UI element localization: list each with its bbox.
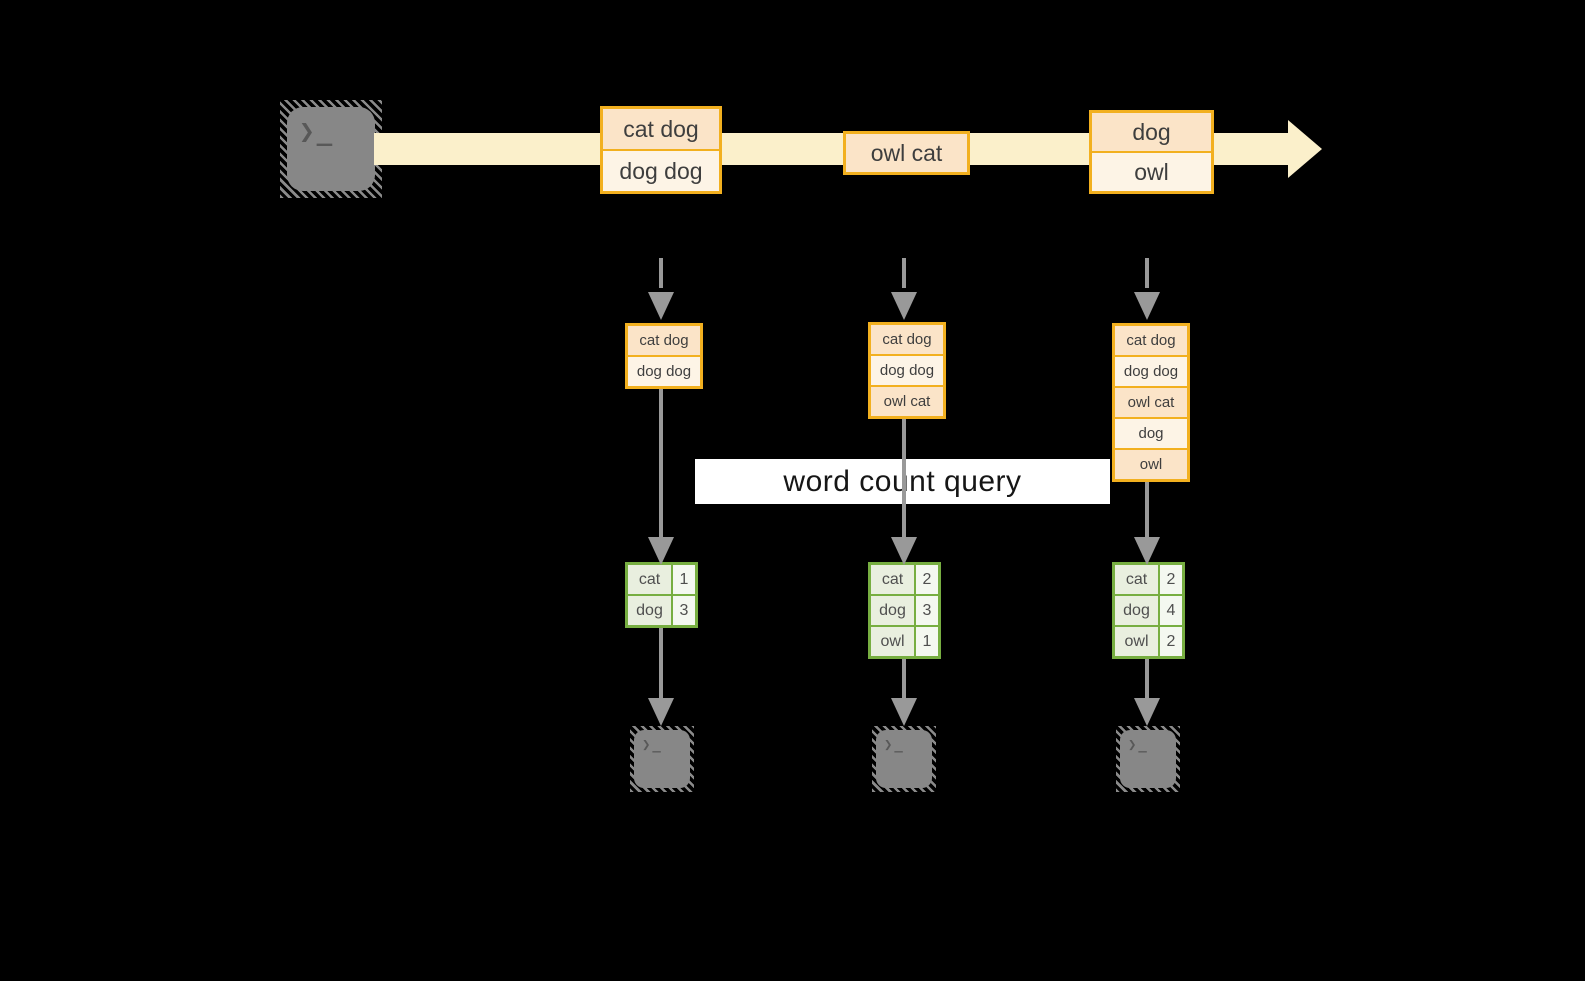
- stream-to-input-dash: [902, 258, 906, 288]
- timeline-event-box-2: owl cat: [843, 131, 970, 175]
- result-table-1: cat 1 dog 3: [625, 562, 698, 628]
- event-line: owl cat: [846, 134, 967, 172]
- result-row: cat 1: [628, 565, 695, 594]
- count-cell: 2: [916, 565, 938, 594]
- word-cell: cat: [1115, 565, 1158, 594]
- output-arrowhead: [1134, 698, 1160, 726]
- terminal-screen: ❯_: [287, 107, 375, 191]
- word-cell: owl: [871, 627, 914, 656]
- input-line: owl cat: [1115, 386, 1187, 417]
- input-line: dog dog: [628, 355, 700, 386]
- input-state-box-3: cat dog dog dog owl cat dog owl: [1112, 323, 1190, 482]
- output-arrowhead: [648, 698, 674, 726]
- input-line: owl cat: [871, 385, 943, 416]
- event-line: dog: [1092, 113, 1211, 151]
- query-arrow-line: [902, 419, 906, 537]
- output-arrow-line: [659, 628, 663, 698]
- input-state-box-1: cat dog dog dog: [625, 323, 703, 389]
- input-line: owl: [1115, 448, 1187, 479]
- word-cell: owl: [1115, 627, 1158, 656]
- output-terminal-icon-2: ❯_: [872, 726, 936, 792]
- word-cell: cat: [871, 565, 914, 594]
- output-terminal-icon-1: ❯_: [630, 726, 694, 792]
- input-line: cat dog: [1115, 326, 1187, 355]
- event-line: cat dog: [603, 109, 719, 149]
- query-arrow-line: [659, 389, 663, 537]
- stream-to-input-arrowhead: [648, 292, 674, 320]
- count-cell: 1: [916, 627, 938, 656]
- terminal-prompt-icon: ❯_: [299, 117, 335, 147]
- input-line: cat dog: [871, 325, 943, 354]
- query-arrowhead: [891, 537, 917, 565]
- result-row: dog 4: [1115, 596, 1182, 625]
- count-cell: 2: [1160, 627, 1182, 656]
- count-cell: 2: [1160, 565, 1182, 594]
- source-terminal-icon: ❯_: [280, 100, 382, 198]
- query-arrowhead: [1134, 537, 1160, 565]
- stream-to-input-arrowhead: [891, 292, 917, 320]
- input-state-box-2: cat dog dog dog owl cat: [868, 322, 946, 419]
- input-line: dog dog: [1115, 355, 1187, 386]
- result-row: owl 2: [1115, 627, 1182, 656]
- word-cell: dog: [1115, 596, 1158, 625]
- result-table-2: cat 2 dog 3 owl 1: [868, 562, 941, 659]
- input-line: cat dog: [628, 326, 700, 355]
- output-arrow-line: [1145, 659, 1149, 698]
- timeline-event-box-1: cat dog dog dog: [600, 106, 722, 194]
- query-arrow-line: [1145, 482, 1149, 537]
- terminal-screen: ❯_: [634, 730, 690, 788]
- terminal-prompt-icon: ❯_: [1128, 737, 1149, 753]
- terminal-prompt-icon: ❯_: [642, 737, 663, 753]
- word-cell: dog: [871, 596, 914, 625]
- count-cell: 3: [916, 596, 938, 625]
- timeline-event-box-3: dog owl: [1089, 110, 1214, 194]
- result-row: cat 2: [871, 565, 938, 594]
- result-table-3: cat 2 dog 4 owl 2: [1112, 562, 1185, 659]
- result-row: cat 2: [1115, 565, 1182, 594]
- output-terminal-icon-3: ❯_: [1116, 726, 1180, 792]
- word-cell: dog: [628, 596, 671, 625]
- word-cell: cat: [628, 565, 671, 594]
- input-line: dog: [1115, 417, 1187, 448]
- count-cell: 1: [673, 565, 695, 594]
- result-row: dog 3: [628, 596, 695, 625]
- output-arrowhead: [891, 698, 917, 726]
- result-row: owl 1: [871, 627, 938, 656]
- query-arrowhead: [648, 537, 674, 565]
- terminal-screen: ❯_: [876, 730, 932, 788]
- count-cell: 4: [1160, 596, 1182, 625]
- output-arrow-line: [902, 659, 906, 698]
- count-cell: 3: [673, 596, 695, 625]
- event-line: owl: [1092, 151, 1211, 191]
- input-line: dog dog: [871, 354, 943, 385]
- stream-timeline-arrowhead: [1288, 120, 1322, 178]
- event-line: dog dog: [603, 149, 719, 191]
- stream-to-input-dash: [1145, 258, 1149, 288]
- terminal-screen: ❯_: [1120, 730, 1176, 788]
- stream-to-input-arrowhead: [1134, 292, 1160, 320]
- result-row: dog 3: [871, 596, 938, 625]
- stream-to-input-dash: [659, 258, 663, 288]
- terminal-prompt-icon: ❯_: [884, 737, 905, 753]
